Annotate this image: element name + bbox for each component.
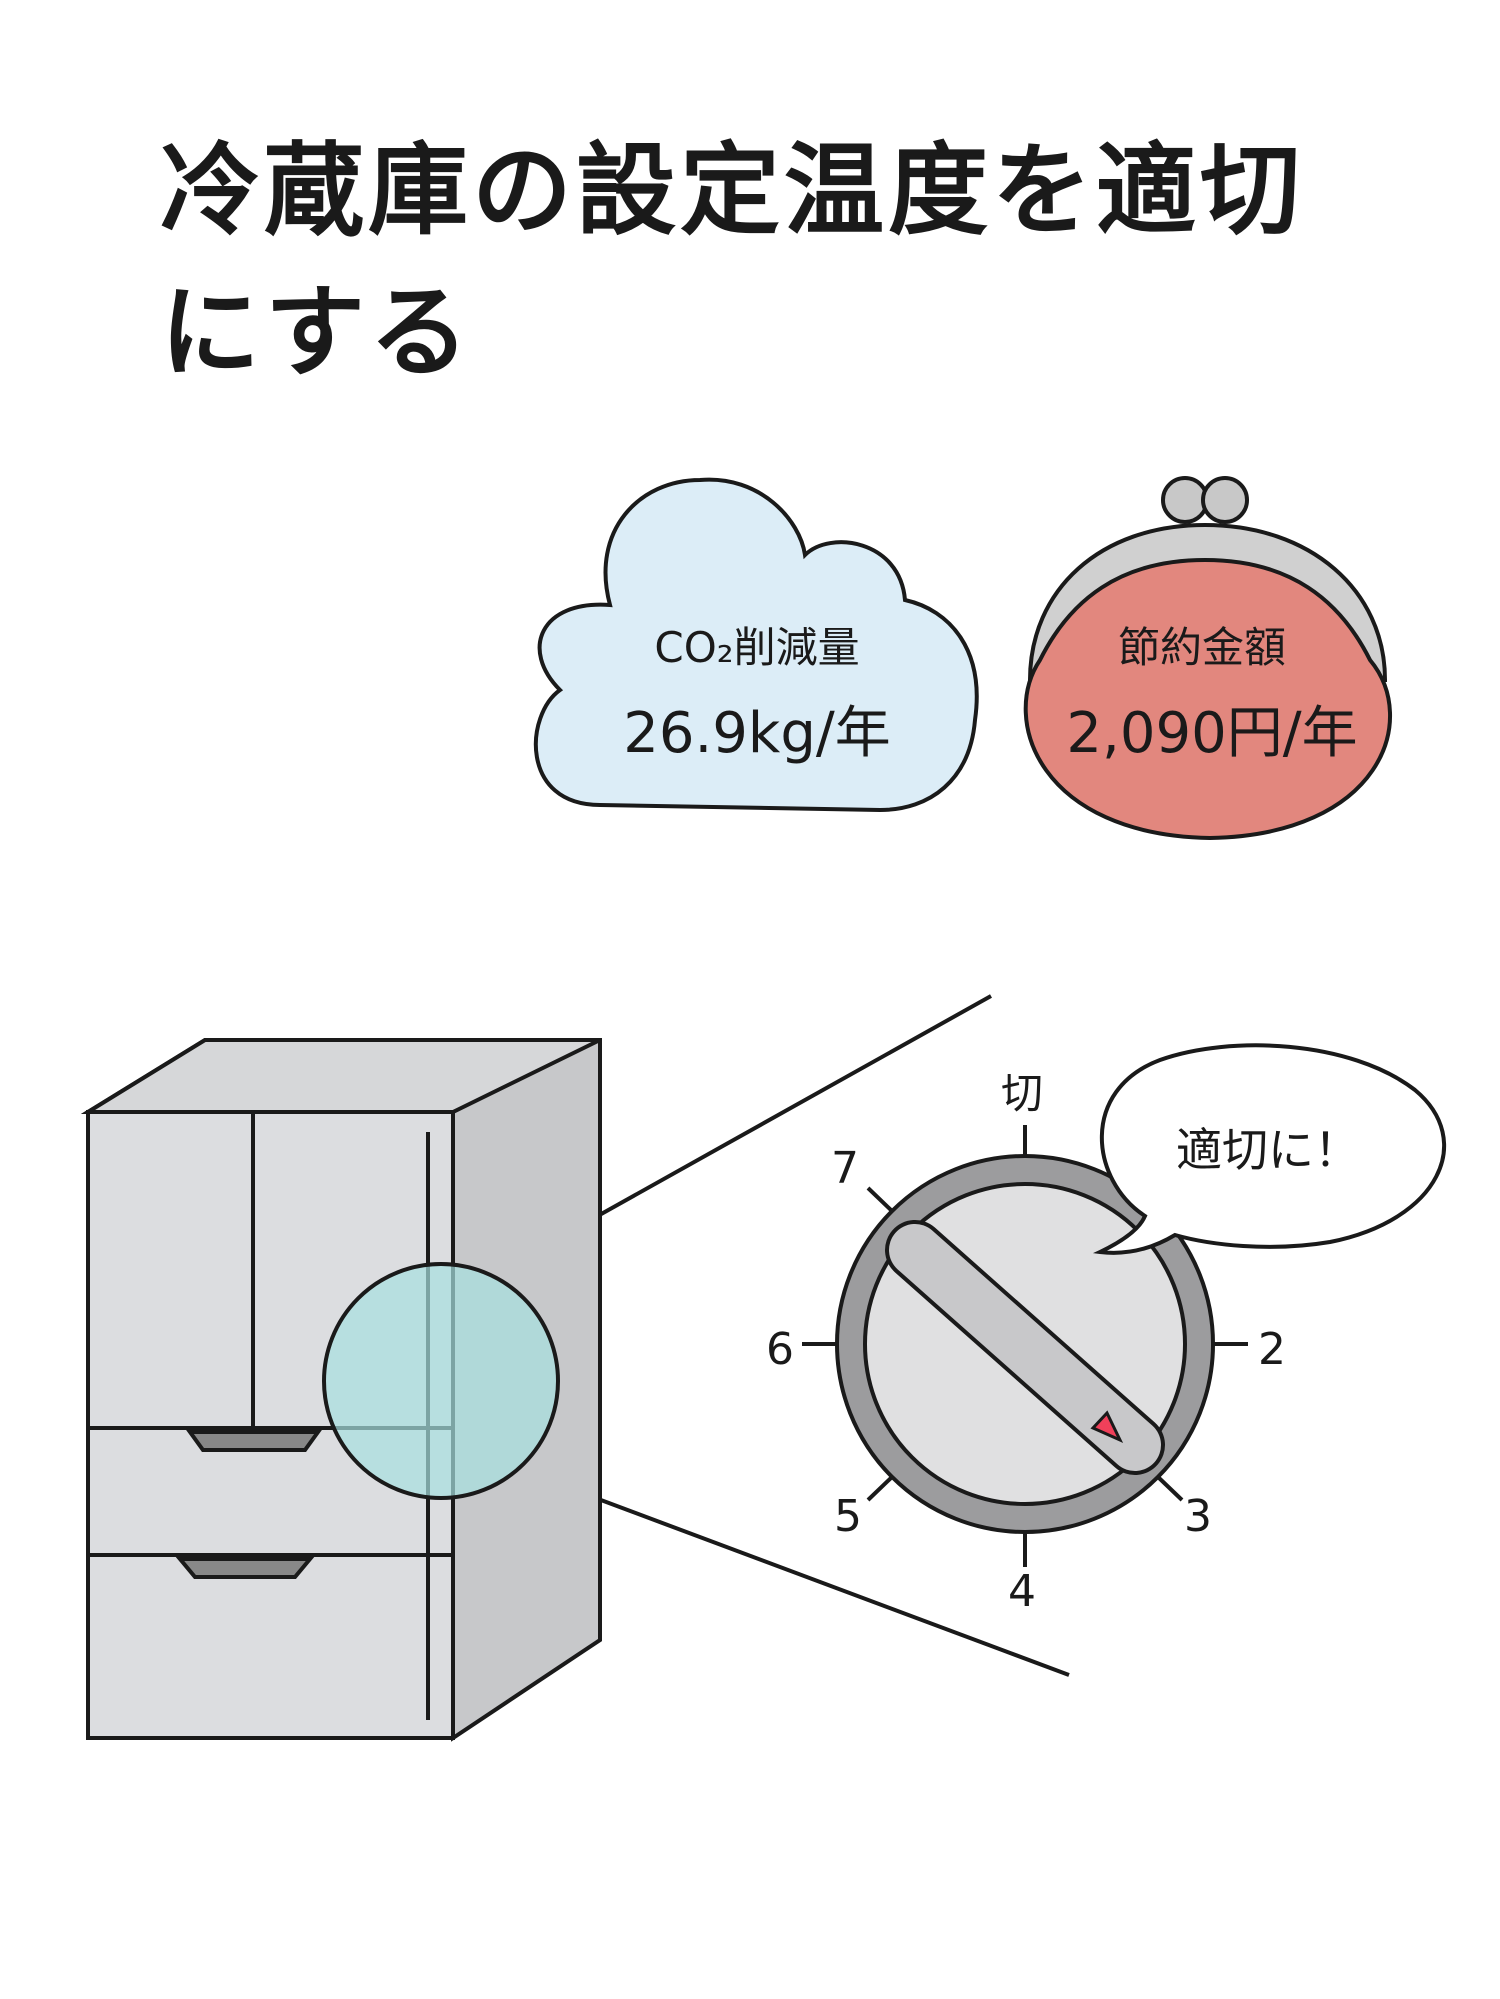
speech-bubble: 適切に！ (1092, 1043, 1446, 1255)
dial-label-4: 4 (1008, 1566, 1036, 1617)
dial-label-off: 切 (1001, 1069, 1043, 1118)
savings-value: 2,090円/年 (1066, 701, 1357, 766)
co2-value: 26.9kg/年 (623, 701, 891, 766)
co2-label: CO₂削減量 (654, 623, 859, 672)
title-line-2: にする (160, 274, 473, 391)
speech-text: 適切に！ (1176, 1123, 1360, 1177)
zoom-line-bottom (549, 1479, 1070, 1677)
dial-label-6: 6 (766, 1324, 794, 1375)
pointer-icon (1090, 1410, 1124, 1444)
savings-purse: 節約金額 2,090円/年 (1023, 476, 1392, 841)
title-line-1: 冷蔵庫の設定温度を適切 (160, 132, 1304, 249)
zoom-circle (322, 1262, 560, 1500)
dial-label-7: 7 (831, 1143, 859, 1194)
page-title: 冷蔵庫の設定温度を適切 にする (160, 120, 1304, 404)
dial-label-5: 5 (834, 1491, 862, 1542)
dial-label-3: 3 (1184, 1491, 1212, 1542)
savings-label: 節約金額 (1118, 623, 1286, 672)
dial-label-2: 2 (1258, 1324, 1286, 1375)
co2-cloud: CO₂削減量 26.9kg/年 (533, 477, 979, 813)
refrigerator (80, 1038, 602, 1742)
